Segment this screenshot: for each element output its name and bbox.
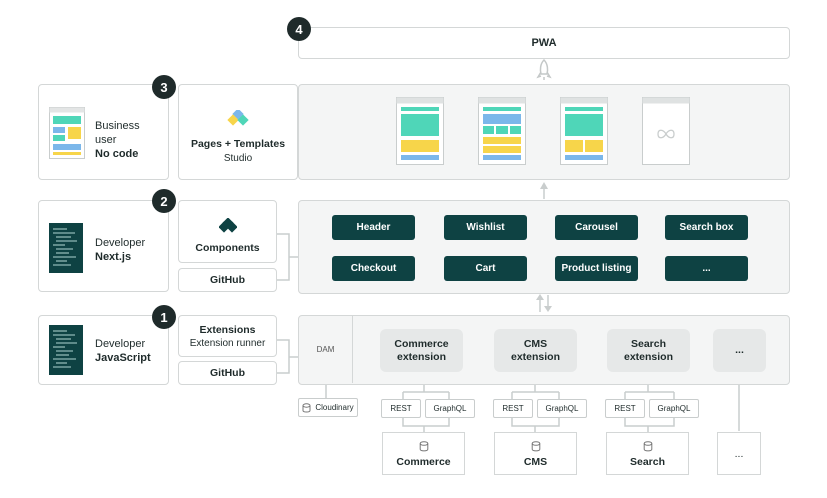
javascript-developer-role-box: Developer JavaScript [38,315,169,385]
cms-backend: CMS [494,432,577,475]
github-box: GitHub [178,268,277,292]
studio-title: Pages + Templates [190,138,286,150]
role-tech: No code [95,148,139,160]
graphql-api-box: GraphQL [537,399,587,418]
component-pill: Product listing [555,256,638,281]
components-title: Components [195,241,260,254]
components-icon [218,217,237,233]
component-pill: ... [665,256,748,281]
components-box: Components [178,200,277,263]
commerce-backend: Commerce [382,432,465,475]
layer-1-badge: 1 [152,305,176,329]
infinite-page-thumbnail [642,97,690,165]
role-line: user [95,134,117,146]
component-pill: Carousel [555,215,638,240]
cms-extension: CMS extension [494,329,577,372]
github-box: GitHub [178,361,277,385]
business-user-role-box: Business user No code [38,84,169,180]
layer-3-badge: 3 [152,75,176,99]
component-pill: Wishlist [444,215,527,240]
backend-label: Commerce [396,456,451,468]
page-thumbnail [560,97,608,165]
role-line: Developer [95,237,146,249]
pages-panel [298,84,790,180]
extension-name: Commerce [394,337,449,350]
code-editor-icon [49,223,83,273]
database-icon [643,441,652,452]
page-thumbnail [478,97,526,165]
role-tech: Next.js [95,251,132,263]
component-pill: Cart [444,256,527,281]
backend-label: Search [629,456,666,468]
extensions-box: Extensions Extension runner [178,315,277,357]
database-icon [302,402,311,412]
more-label: ... [735,344,744,356]
infinity-icon [657,129,675,139]
layer-2-badge: 2 [152,189,176,213]
studio-box: Pages + Templates Studio [178,84,298,180]
layout-page-icon [49,107,85,159]
role-line: Developer [95,338,146,350]
extension-name: CMS [523,337,548,350]
search-extension: Search extension [607,329,690,372]
more-label: ... [734,447,744,460]
more-extensions: ... [713,329,766,372]
more-backends: ... [717,432,761,475]
extension-suffix: extension [623,350,673,363]
studio-logo-icon [227,110,249,126]
studio-subtitle: Studio [223,153,253,164]
extensions-subtitle: Extension runner [189,337,266,349]
nextjs-developer-role-box: Developer Next.js [38,200,169,292]
rest-api-box: REST [493,399,533,418]
backend-label: CMS [523,456,548,468]
github-label: GitHub [210,274,245,286]
component-pill: Checkout [332,256,415,281]
code-editor-icon [49,325,83,375]
database-icon [531,441,540,452]
cloudinary-box: Cloudinary [298,398,358,417]
role-line: Business [95,120,140,132]
search-backend: Search [606,432,689,475]
page-thumbnail [396,97,444,165]
cloudinary-label: Cloudinary [315,403,354,412]
rocket-icon [536,58,552,80]
component-pill: Header [332,215,415,240]
graphql-api-box: GraphQL [649,399,699,418]
layer-4-badge: 4 [287,17,311,41]
graphql-api-box: GraphQL [425,399,475,418]
dam-section: DAM [299,316,353,383]
dam-label: DAM [316,345,335,354]
rest-api-box: REST [605,399,645,418]
extensions-title: Extensions [199,323,256,336]
extension-name: Search [630,337,667,350]
components-panel: Header Wishlist Carousel Search box Chec… [298,200,790,294]
extension-suffix: extension [510,350,560,363]
pwa-box: PWA [298,27,790,59]
rest-api-box: REST [381,399,421,418]
role-tech: JavaScript [95,352,151,364]
pwa-label: PWA [531,37,557,49]
extension-suffix: extension [396,350,446,363]
component-pill: Search box [665,215,748,240]
extensions-panel: DAM Commerce extension CMS extension Sea… [298,315,790,385]
database-icon [419,441,428,452]
commerce-extension: Commerce extension [380,329,463,372]
github-label: GitHub [210,367,245,379]
